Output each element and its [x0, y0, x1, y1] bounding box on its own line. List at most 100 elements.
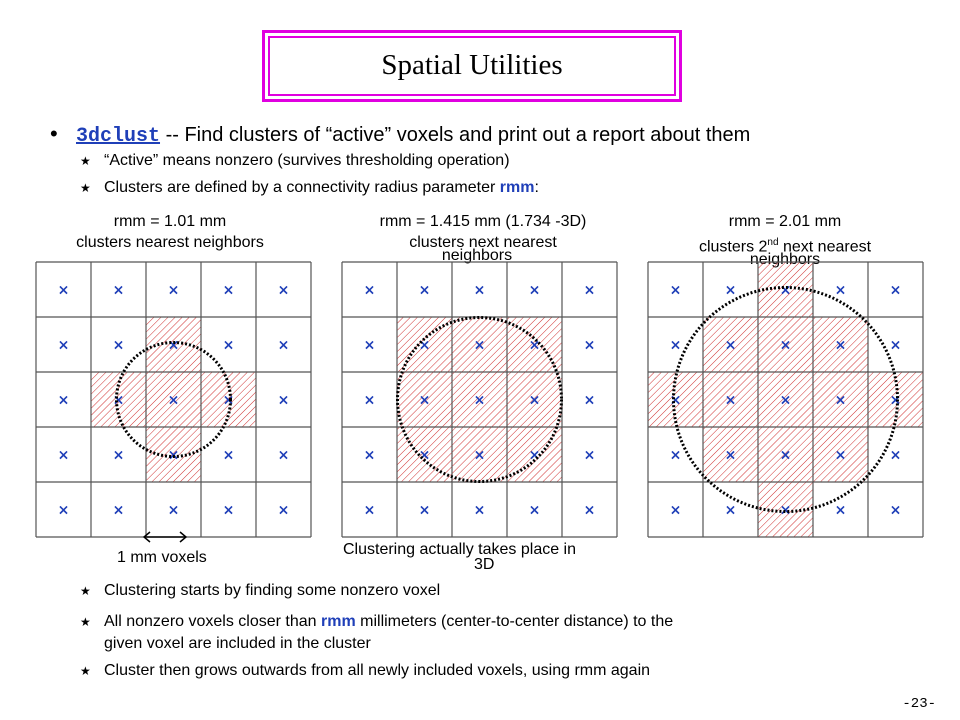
voxel-center-marker: × [58, 283, 70, 299]
voxel-center-marker: × [529, 448, 541, 464]
sub-bullet-grow: ★Cluster then grows outwards from all ne… [80, 662, 651, 679]
voxel-note: 1 mm voxels [117, 549, 207, 566]
voxel-center-marker: × [113, 283, 125, 299]
voxel-center-marker: × [278, 393, 290, 409]
voxel-center-marker: × [168, 393, 180, 409]
voxel-center-marker: × [584, 393, 596, 409]
voxel-center-marker: × [725, 448, 737, 464]
voxel-center-marker: × [364, 338, 376, 354]
voxel-center-marker: × [584, 338, 596, 354]
voxel-center-marker: × [529, 503, 541, 519]
voxel-center-marker: × [223, 448, 235, 464]
voxel-center-marker: × [364, 283, 376, 299]
voxel-center-marker: × [58, 393, 70, 409]
voxel-center-marker: × [529, 338, 541, 354]
hatched-voxel [451, 371, 508, 428]
voxel-center-marker: × [474, 338, 486, 354]
grid-2nd-next-nearest-neighbors: ××××××××××××××××××××××××× [647, 261, 924, 538]
panel-3-label: rmm = 2.01 mm clusters 2nd next nearest … [698, 213, 872, 269]
voxel-center-marker: × [58, 448, 70, 464]
star-bullet-icon: ★ [80, 615, 91, 629]
voxel-center-marker: × [780, 283, 792, 299]
voxel-center-marker: × [223, 393, 235, 409]
hatched-voxel [757, 316, 814, 373]
voxel-center-marker: × [364, 448, 376, 464]
hatched-voxel [396, 426, 453, 483]
voxel-center-marker: × [890, 503, 902, 519]
voxel-center-marker: × [670, 448, 682, 464]
star-bullet-icon: ★ [80, 664, 91, 678]
page-title: Spatial Utilities [381, 49, 563, 81]
voxel-center-marker: × [168, 283, 180, 299]
grid-next-nearest-neighbors: ××××××××××××××××××××××××× [341, 261, 618, 538]
voxel-center-marker: × [725, 393, 737, 409]
voxel-center-marker: × [364, 393, 376, 409]
voxel-center-marker: × [835, 338, 847, 354]
voxel-center-marker: × [223, 338, 235, 354]
voxel-center-marker: × [835, 448, 847, 464]
voxel-center-marker: × [474, 283, 486, 299]
voxel-center-marker: × [890, 448, 902, 464]
voxel-center-marker: × [58, 503, 70, 519]
voxel-center-marker: × [890, 338, 902, 354]
panel-2-label: rmm = 1.415 mm (1.734 -3D) clusters next… [379, 213, 587, 264]
voxel-center-marker: × [113, 338, 125, 354]
voxel-center-marker: × [419, 448, 431, 464]
hatched-voxel [145, 371, 202, 428]
voxel-center-marker: × [725, 338, 737, 354]
voxel-center-marker: × [725, 503, 737, 519]
hatched-voxel [451, 426, 508, 483]
voxel-center-marker: × [474, 448, 486, 464]
main-bullet-text: -- Find clusters of “active” voxels and … [160, 124, 751, 146]
command-link[interactable]: 3dclust [76, 125, 161, 148]
voxel-center-marker: × [670, 393, 682, 409]
voxel-center-marker: × [278, 283, 290, 299]
voxel-center-marker: × [474, 503, 486, 519]
main-bullet: •3dclust -- Find clusters of “active” vo… [50, 121, 750, 148]
hatched-voxel [145, 426, 202, 483]
voxel-center-marker: × [890, 283, 902, 299]
threeD-note-2: 3D [474, 556, 495, 573]
voxel-center-marker: × [780, 503, 792, 519]
threeD-note: Clustering actually takes place in [343, 541, 577, 558]
page-number: -23- [902, 696, 936, 712]
voxel-center-marker: × [113, 503, 125, 519]
voxel-center-marker: × [278, 338, 290, 354]
voxel-center-marker: × [835, 283, 847, 299]
voxel-center-marker: × [529, 283, 541, 299]
voxel-center-marker: × [419, 503, 431, 519]
voxel-center-marker: × [278, 448, 290, 464]
voxel-width-arrow-icon [142, 531, 188, 543]
connectivity-radius-circle [672, 286, 899, 513]
voxel-center-marker: × [168, 338, 180, 354]
voxel-center-marker: × [670, 283, 682, 299]
star-bullet-icon: ★ [80, 181, 91, 195]
voxel-center-marker: × [780, 448, 792, 464]
voxel-center-marker: × [419, 338, 431, 354]
voxel-center-marker: × [584, 283, 596, 299]
voxel-center-marker: × [529, 393, 541, 409]
voxel-center-marker: × [223, 283, 235, 299]
hatched-voxel [702, 316, 759, 373]
connectivity-radius-circle [396, 316, 563, 483]
voxel-center-marker: × [168, 503, 180, 519]
sub-bullet-clusters: ★Clusters are defined by a connectivity … [80, 179, 539, 196]
connectivity-radius-circle [115, 341, 232, 458]
panel-1-label: rmm = 1.01 mm clusters nearest neighbors [76, 213, 264, 251]
voxel-center-marker: × [835, 503, 847, 519]
voxel-center-marker: × [419, 283, 431, 299]
voxel-center-marker: × [890, 393, 902, 409]
title-box: Spatial Utilities [262, 30, 682, 102]
hatched-voxel [506, 371, 563, 428]
voxel-center-marker: × [670, 503, 682, 519]
voxel-center-marker: × [223, 503, 235, 519]
voxel-center-marker: × [278, 503, 290, 519]
voxel-center-marker: × [113, 393, 125, 409]
voxel-center-marker: × [58, 338, 70, 354]
sub-bullet-rmm: ★All nonzero voxels closer than rmm mill… [80, 613, 674, 652]
sub-bullet-active: ★“Active” means nonzero (survives thresh… [80, 152, 510, 169]
voxel-center-marker: × [670, 338, 682, 354]
sub-bullet-start: ★Clustering starts by finding some nonze… [80, 582, 441, 599]
voxel-center-marker: × [725, 283, 737, 299]
star-bullet-icon: ★ [80, 584, 91, 598]
